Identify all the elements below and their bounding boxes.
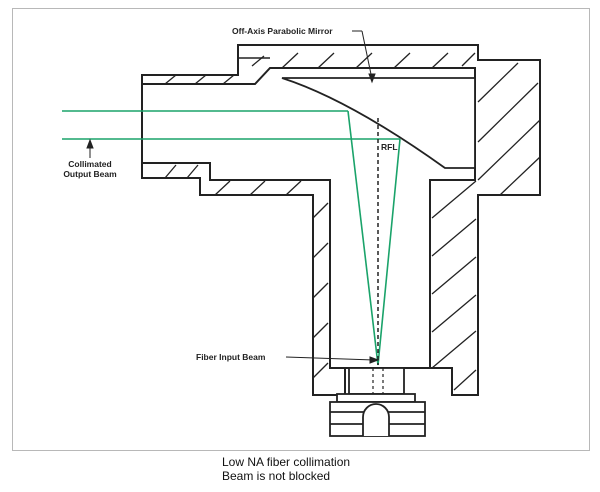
leader-lines (86, 30, 380, 364)
rfl-label: RFL (381, 142, 398, 152)
parabolic-mirror (281, 77, 476, 169)
caption-line-2: Beam is not blocked (222, 469, 331, 483)
housing-outer-outline (141, 44, 541, 396)
caption-line-1: Low NA fiber collimation (222, 455, 351, 469)
collimated-beam (62, 110, 401, 366)
fiber-connector (329, 367, 426, 437)
collimated-label-line1: Collimated (68, 159, 111, 169)
mirror-label: Off-Axis Parabolic Mirror (232, 26, 333, 36)
housing-inner-outline (142, 67, 476, 369)
housing-hatching (164, 52, 541, 391)
collimated-label-line2: Output Beam (63, 169, 117, 179)
fiber-input-label: Fiber Input Beam (196, 352, 266, 362)
